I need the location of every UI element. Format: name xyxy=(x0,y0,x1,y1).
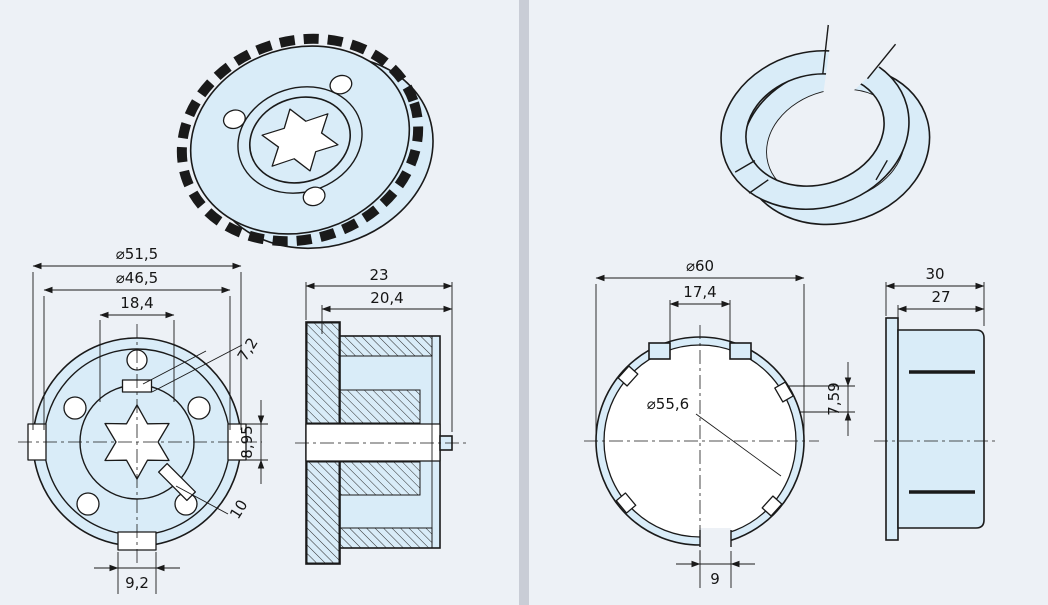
dim-depth-inner: 27 xyxy=(931,288,950,306)
bottom-gap xyxy=(700,528,731,548)
flange-profile xyxy=(885,317,899,541)
3d-slot-mark xyxy=(875,159,888,181)
section-hatch xyxy=(306,461,340,564)
left-drawing: ⌀51,5 ⌀46,5 18,4 7,2 xyxy=(18,33,468,594)
top-tab-right xyxy=(729,342,752,360)
ring-slot-mark xyxy=(615,492,637,514)
3d-hole xyxy=(302,186,326,207)
3d-slot-mark xyxy=(734,160,756,173)
left-3d-view xyxy=(176,33,434,250)
section-hatch xyxy=(339,461,421,496)
right-panel: ⌀60 17,4 ⌀55,6 7,59 xyxy=(529,0,1048,605)
top-tab-left xyxy=(648,342,671,360)
dim-hub-notch-lower: 10 xyxy=(226,496,251,522)
left-panel: ⌀51,5 ⌀46,5 18,4 7,2 xyxy=(0,0,519,605)
bore-section xyxy=(305,423,441,462)
dim-depth-total: 30 xyxy=(925,265,944,283)
dim-star-width: 18,4 xyxy=(120,294,153,312)
dim-slot-bottom: 9,2 xyxy=(125,574,149,592)
dim-outer-diameter: ⌀60 xyxy=(686,257,714,275)
corner-hole xyxy=(187,396,211,420)
3d-gap-cut xyxy=(819,10,901,123)
ring-slot-mark xyxy=(774,381,794,403)
3d-hole xyxy=(222,109,246,130)
section-hatch xyxy=(339,335,433,357)
left-front-view xyxy=(18,324,262,566)
ring-slot-mark xyxy=(761,495,783,517)
panel-divider xyxy=(519,0,529,605)
3d-slot-mark xyxy=(748,179,769,194)
dim-depth-total: 23 xyxy=(369,266,388,284)
dim-bottom-slot: 9 xyxy=(710,570,720,588)
section-hatch xyxy=(339,527,433,549)
left-dimensions: ⌀51,5 ⌀46,5 18,4 7,2 xyxy=(32,245,453,594)
dim-slot-right: 8,95 xyxy=(238,425,256,458)
corner-hole xyxy=(63,396,87,420)
body-profile xyxy=(897,329,985,529)
dim-outer-diameter: ⌀51,5 xyxy=(116,245,158,263)
3d-hole xyxy=(329,74,353,95)
right-dimensions: ⌀60 17,4 ⌀55,6 7,59 xyxy=(595,257,985,588)
3d-gap-edge xyxy=(822,24,829,75)
section-hatch xyxy=(339,389,421,424)
right-front-view xyxy=(584,325,819,560)
left-side-view xyxy=(295,321,468,565)
right-drawing: ⌀60 17,4 ⌀55,6 7,59 xyxy=(584,10,999,588)
right-side-view xyxy=(874,317,999,541)
dim-mid-diameter: ⌀46,5 xyxy=(116,269,158,287)
dim-depth-inner: 20,4 xyxy=(370,289,403,307)
right-3d-view xyxy=(720,10,931,226)
dim-hub-notch-top: 7,2 xyxy=(234,334,262,364)
dim-inner-diameter: ⌀55,6 xyxy=(647,395,689,413)
dim-top-gap: 17,4 xyxy=(683,283,716,301)
corner-hole xyxy=(76,492,100,516)
3d-gap-edge xyxy=(866,43,897,80)
3d-front-ring xyxy=(720,49,910,211)
dim-offset-right: 7,59 xyxy=(825,382,843,415)
ring-slot-mark xyxy=(617,365,639,387)
section-hatch xyxy=(306,322,340,424)
